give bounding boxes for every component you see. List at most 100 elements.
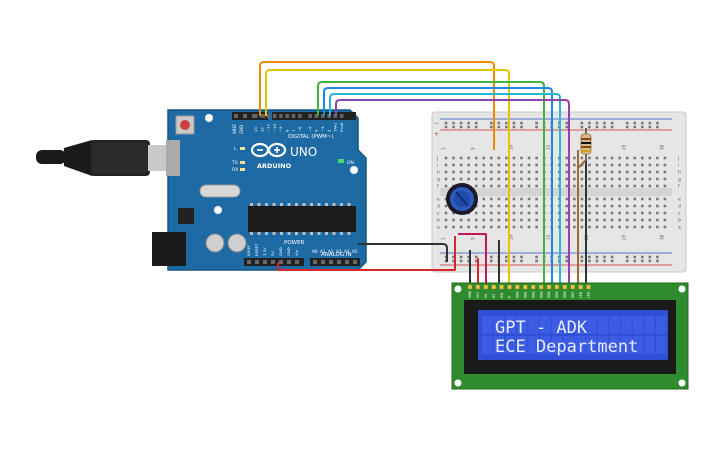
breadboard-hole[interactable]	[588, 225, 591, 229]
breadboard-hole[interactable]	[452, 218, 455, 222]
breadboard-hole[interactable]	[565, 211, 569, 215]
breadboard-hole[interactable]	[565, 125, 569, 129]
breadboard-hole[interactable]	[603, 204, 606, 208]
breadboard-hole[interactable]	[648, 163, 652, 167]
breadboard-hole[interactable]	[610, 177, 614, 181]
breadboard-hole[interactable]	[603, 125, 606, 129]
breadboard-hole[interactable]	[633, 204, 637, 208]
breadboard-hole[interactable]	[490, 218, 493, 222]
breadboard-hole[interactable]	[497, 125, 501, 129]
breadboard-hole[interactable]	[505, 211, 508, 215]
breadboard-hole[interactable]	[603, 121, 606, 125]
breadboard-hole[interactable]	[618, 177, 621, 181]
breadboard-hole[interactable]	[580, 204, 584, 208]
breadboard-hole[interactable]	[452, 125, 455, 129]
breadboard-hole[interactable]	[580, 255, 584, 259]
breadboard-hole[interactable]	[444, 125, 448, 129]
breadboard-hole[interactable]	[588, 211, 591, 215]
breadboard-hole[interactable]	[505, 121, 508, 125]
breadboard-hole[interactable]	[633, 121, 637, 125]
breadboard-hole[interactable]	[474, 121, 478, 125]
breadboard-hole[interactable]	[444, 170, 448, 174]
breadboard-hole[interactable]	[444, 163, 448, 167]
breadboard-hole[interactable]	[633, 184, 637, 188]
breadboard-hole[interactable]	[490, 170, 493, 174]
lcd-pin[interactable]	[554, 284, 560, 290]
breadboard-hole[interactable]	[459, 163, 463, 167]
breadboard-hole[interactable]	[603, 259, 606, 263]
breadboard-hole[interactable]	[520, 225, 523, 229]
breadboard-hole[interactable]	[497, 197, 501, 201]
breadboard-hole[interactable]	[527, 211, 531, 215]
header-pin[interactable]	[339, 114, 344, 118]
breadboard-hole[interactable]	[603, 184, 606, 188]
breadboard-hole[interactable]	[505, 184, 508, 188]
breadboard-hole[interactable]	[663, 225, 667, 229]
breadboard-hole[interactable]	[535, 225, 538, 229]
header-pin[interactable]	[254, 114, 258, 118]
breadboard-hole[interactable]	[625, 125, 629, 129]
breadboard-hole[interactable]	[467, 156, 470, 160]
breadboard-hole[interactable]	[527, 225, 531, 229]
breadboard-hole[interactable]	[641, 170, 644, 174]
breadboard-hole[interactable]	[580, 184, 584, 188]
breadboard-hole[interactable]	[656, 156, 659, 160]
breadboard-hole[interactable]	[663, 177, 667, 181]
breadboard-hole[interactable]	[663, 170, 667, 174]
breadboard-hole[interactable]	[641, 156, 644, 160]
breadboard-hole[interactable]	[527, 218, 531, 222]
lcd-pin[interactable]	[467, 284, 473, 290]
breadboard-hole[interactable]	[588, 121, 591, 125]
breadboard-hole[interactable]	[610, 170, 614, 174]
breadboard-hole[interactable]	[482, 211, 486, 215]
breadboard-hole[interactable]	[527, 177, 531, 181]
breadboard-hole[interactable]	[535, 259, 538, 263]
breadboard-hole[interactable]	[633, 255, 637, 259]
breadboard-hole[interactable]	[625, 156, 629, 160]
breadboard-hole[interactable]	[595, 121, 599, 125]
breadboard-hole[interactable]	[656, 218, 659, 222]
breadboard-hole[interactable]	[618, 218, 621, 222]
breadboard-hole[interactable]	[474, 225, 478, 229]
breadboard-hole[interactable]	[444, 225, 448, 229]
breadboard-hole[interactable]	[573, 156, 576, 160]
breadboard-hole[interactable]	[520, 204, 523, 208]
breadboard-hole[interactable]	[641, 121, 644, 125]
breadboard-hole[interactable]	[535, 170, 538, 174]
breadboard-hole[interactable]	[648, 125, 652, 129]
breadboard-hole[interactable]	[452, 211, 455, 215]
breadboard-hole[interactable]	[565, 197, 569, 201]
breadboard-hole[interactable]	[535, 218, 538, 222]
breadboard-hole[interactable]	[610, 225, 614, 229]
breadboard-hole[interactable]	[656, 170, 659, 174]
breadboard-hole[interactable]	[467, 125, 470, 129]
breadboard-hole[interactable]	[603, 225, 606, 229]
breadboard-hole[interactable]	[512, 170, 516, 174]
breadboard-hole[interactable]	[588, 177, 591, 181]
breadboard-hole[interactable]	[648, 255, 652, 259]
breadboard-hole[interactable]	[497, 184, 501, 188]
breadboard-hole[interactable]	[641, 197, 644, 201]
header-pin[interactable]	[287, 260, 291, 264]
breadboard-hole[interactable]	[603, 170, 606, 174]
breadboard-hole[interactable]	[497, 211, 501, 215]
lcd-pin[interactable]	[491, 284, 496, 290]
header-pin[interactable]	[314, 114, 319, 118]
breadboard-hole[interactable]	[512, 121, 516, 125]
breadboard-hole[interactable]	[535, 255, 538, 259]
header-pin[interactable]	[321, 114, 325, 118]
breadboard-hole[interactable]	[603, 218, 606, 222]
breadboard-hole[interactable]	[588, 218, 591, 222]
breadboard-hole[interactable]	[512, 156, 516, 160]
breadboard-hole[interactable]	[580, 211, 584, 215]
breadboard-hole[interactable]	[633, 218, 637, 222]
breadboard-hole[interactable]	[474, 211, 478, 215]
breadboard-hole[interactable]	[520, 170, 523, 174]
breadboard-hole[interactable]	[610, 259, 614, 263]
breadboard-hole[interactable]	[505, 156, 508, 160]
lcd-pin[interactable]	[562, 284, 568, 290]
header-pin[interactable]	[291, 114, 296, 118]
breadboard-hole[interactable]	[505, 163, 508, 167]
breadboard-hole[interactable]	[633, 259, 637, 263]
breadboard-hole[interactable]	[565, 156, 569, 160]
